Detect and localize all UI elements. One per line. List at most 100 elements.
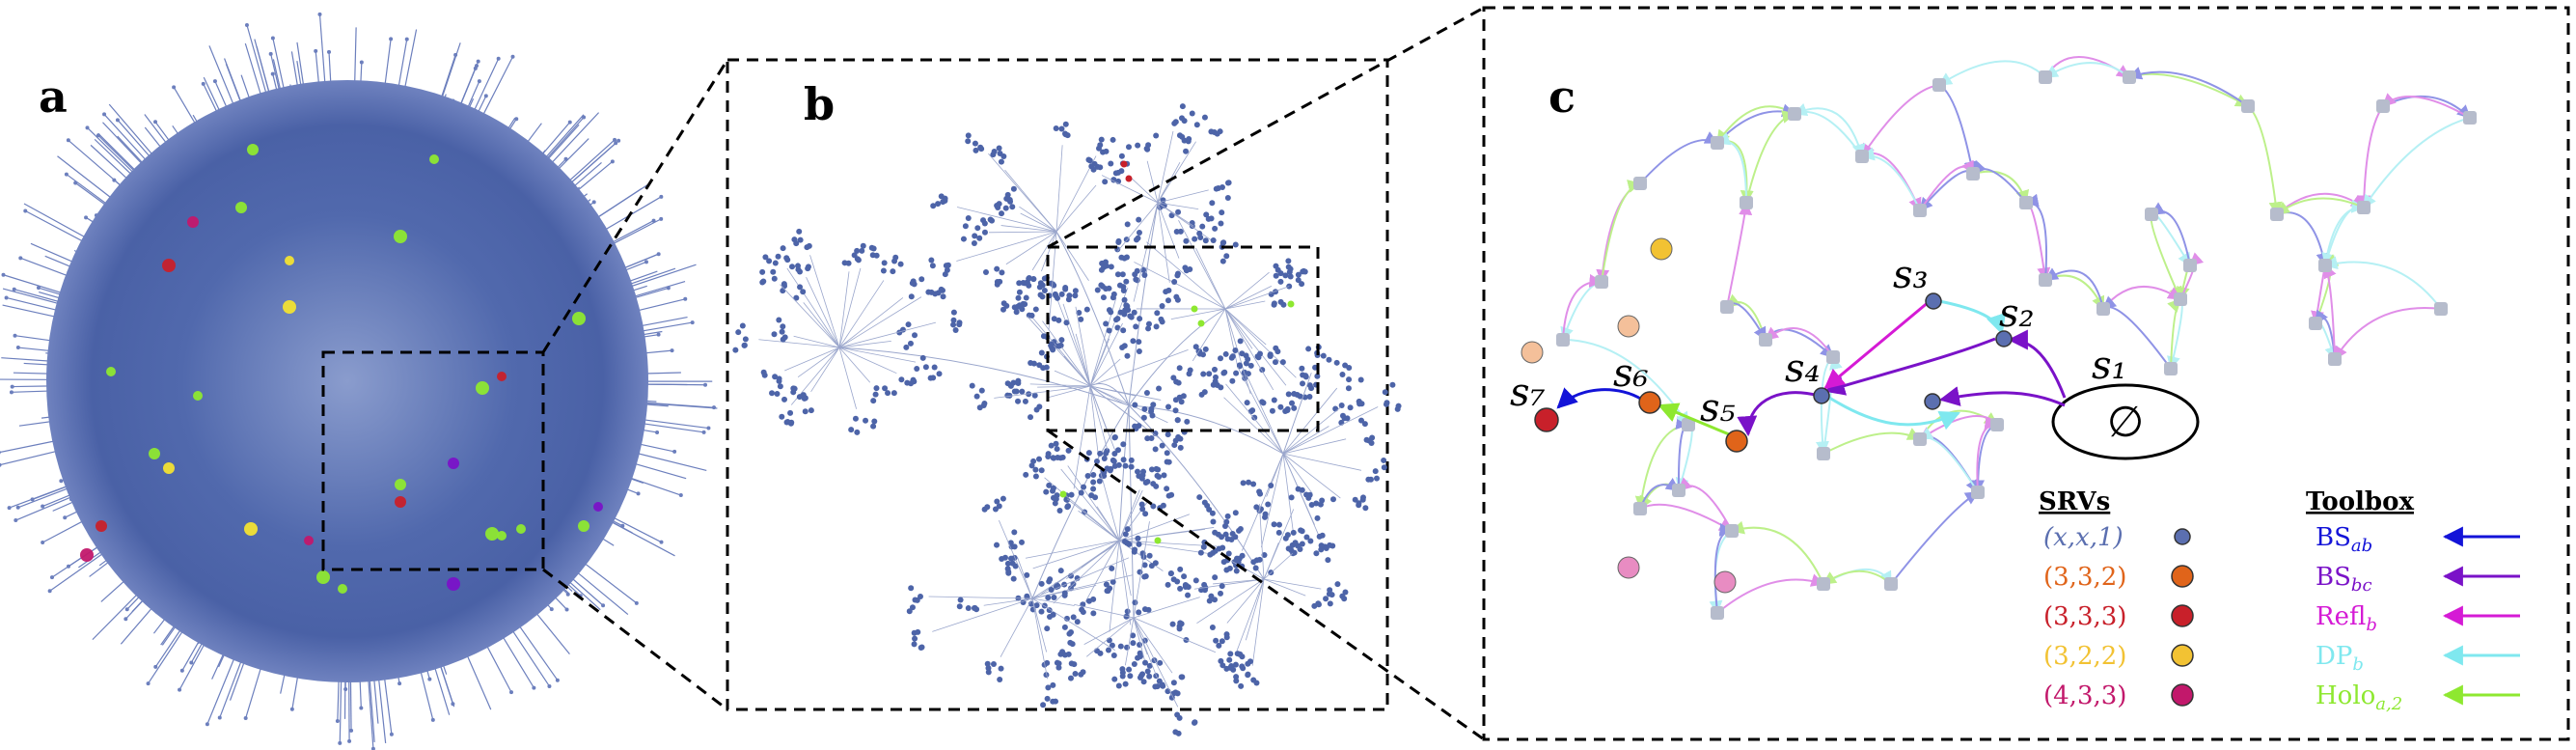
tree-node bbox=[928, 257, 935, 264]
background-edge bbox=[2044, 274, 2105, 311]
tree-node bbox=[1036, 456, 1043, 462]
tree-edge bbox=[1224, 286, 1290, 310]
tree-node bbox=[1233, 678, 1240, 684]
tree-edge bbox=[1236, 578, 1265, 652]
tree-node bbox=[1156, 385, 1163, 392]
tree-node bbox=[1256, 556, 1263, 563]
tree-edge bbox=[1055, 231, 1130, 406]
tree-highlight-node bbox=[1154, 537, 1162, 544]
tree-node bbox=[1232, 241, 1239, 248]
background-edge bbox=[2128, 72, 2250, 107]
tree-node bbox=[1284, 405, 1291, 412]
tree-node bbox=[1109, 642, 1115, 649]
highlighted-nodes bbox=[80, 144, 603, 594]
tree-node bbox=[784, 257, 791, 264]
tree-node bbox=[1135, 142, 1141, 149]
spike-node bbox=[514, 117, 519, 122]
tree-node bbox=[797, 236, 804, 243]
tree-edge bbox=[1282, 453, 1295, 535]
tree-node bbox=[1155, 466, 1162, 473]
spike-node bbox=[201, 81, 206, 86]
tree-node bbox=[1225, 550, 1232, 557]
tree-edge bbox=[1028, 312, 1091, 387]
tree-node bbox=[1051, 455, 1057, 461]
tree-node bbox=[1185, 592, 1192, 598]
tree-node bbox=[771, 331, 778, 338]
tree-node bbox=[1058, 125, 1065, 132]
label-s4: s₄ bbox=[1785, 347, 1821, 391]
tree-node bbox=[1132, 599, 1138, 606]
background-node bbox=[1682, 418, 1695, 431]
tree-node bbox=[1285, 545, 1292, 552]
tree-node bbox=[912, 597, 918, 603]
tree-node bbox=[1320, 352, 1327, 359]
tree-node bbox=[1052, 500, 1058, 507]
tree-node bbox=[1171, 442, 1178, 449]
legend-srv-marker-1 bbox=[2171, 565, 2194, 588]
tree-node bbox=[1144, 146, 1151, 153]
spike-node bbox=[270, 36, 275, 41]
tree-node bbox=[998, 158, 1004, 165]
empty-state-node bbox=[2051, 383, 2200, 460]
spike-node bbox=[567, 120, 572, 125]
tree-edge bbox=[838, 347, 871, 383]
tree-node bbox=[1015, 379, 1022, 386]
tree-edge bbox=[786, 267, 840, 348]
tree-node bbox=[882, 385, 889, 392]
tree-node bbox=[1078, 489, 1084, 496]
highlight-node bbox=[163, 462, 175, 474]
tree-edge bbox=[1282, 426, 1329, 455]
tree-node bbox=[898, 376, 905, 383]
tree-node bbox=[1299, 541, 1305, 547]
edge-s2-s4 bbox=[1823, 337, 1996, 396]
highlight-node bbox=[447, 577, 460, 591]
spike-node bbox=[15, 346, 20, 350]
tree-node bbox=[1217, 590, 1223, 597]
spike-node bbox=[613, 137, 617, 142]
tree-node bbox=[1041, 287, 1048, 293]
tree-node bbox=[1144, 668, 1151, 675]
tree-highlight-node bbox=[1287, 300, 1295, 308]
tree-node bbox=[1010, 575, 1017, 582]
tree-edge bbox=[1237, 366, 1284, 455]
tree-node bbox=[1011, 529, 1018, 536]
tree-node bbox=[1172, 437, 1179, 444]
tree-node bbox=[1209, 625, 1216, 631]
tree-node bbox=[1165, 458, 1172, 465]
tree-node bbox=[872, 391, 879, 398]
edge-s1-out bbox=[1938, 386, 2066, 407]
tree-node bbox=[1121, 255, 1128, 262]
spike-node bbox=[59, 479, 64, 484]
tree-node bbox=[903, 344, 910, 350]
background-srv-node bbox=[1617, 315, 1640, 338]
background-edge bbox=[2323, 256, 2442, 310]
tree-edge bbox=[1133, 521, 1150, 619]
tree-edge bbox=[838, 321, 937, 348]
tree-edge bbox=[1246, 375, 1284, 455]
tree-node bbox=[1076, 309, 1082, 316]
background-edge bbox=[2334, 307, 2442, 361]
tree-node bbox=[1356, 500, 1362, 507]
tree-node bbox=[1232, 661, 1239, 668]
tree-node bbox=[1031, 392, 1038, 399]
spike-node bbox=[13, 333, 17, 338]
background-edge bbox=[1562, 273, 1603, 341]
tree-node bbox=[1233, 674, 1240, 681]
tree-node bbox=[1015, 398, 1022, 404]
tree-node bbox=[965, 605, 972, 612]
tree-node bbox=[1132, 271, 1138, 278]
tree-node bbox=[1291, 391, 1298, 398]
tree-node bbox=[1004, 392, 1011, 399]
tree-edge bbox=[1133, 617, 1179, 708]
tree-edge bbox=[1178, 220, 1226, 310]
tree-node bbox=[1262, 514, 1269, 520]
tree-node bbox=[1219, 544, 1226, 551]
tree-node bbox=[1342, 589, 1349, 596]
tree-node bbox=[1080, 609, 1086, 616]
tree-node bbox=[1203, 211, 1210, 218]
tree-node bbox=[918, 644, 925, 651]
tree-node bbox=[1308, 385, 1315, 392]
tree-edge bbox=[838, 271, 850, 348]
tree-node bbox=[1103, 286, 1110, 292]
tree-node bbox=[914, 366, 920, 373]
